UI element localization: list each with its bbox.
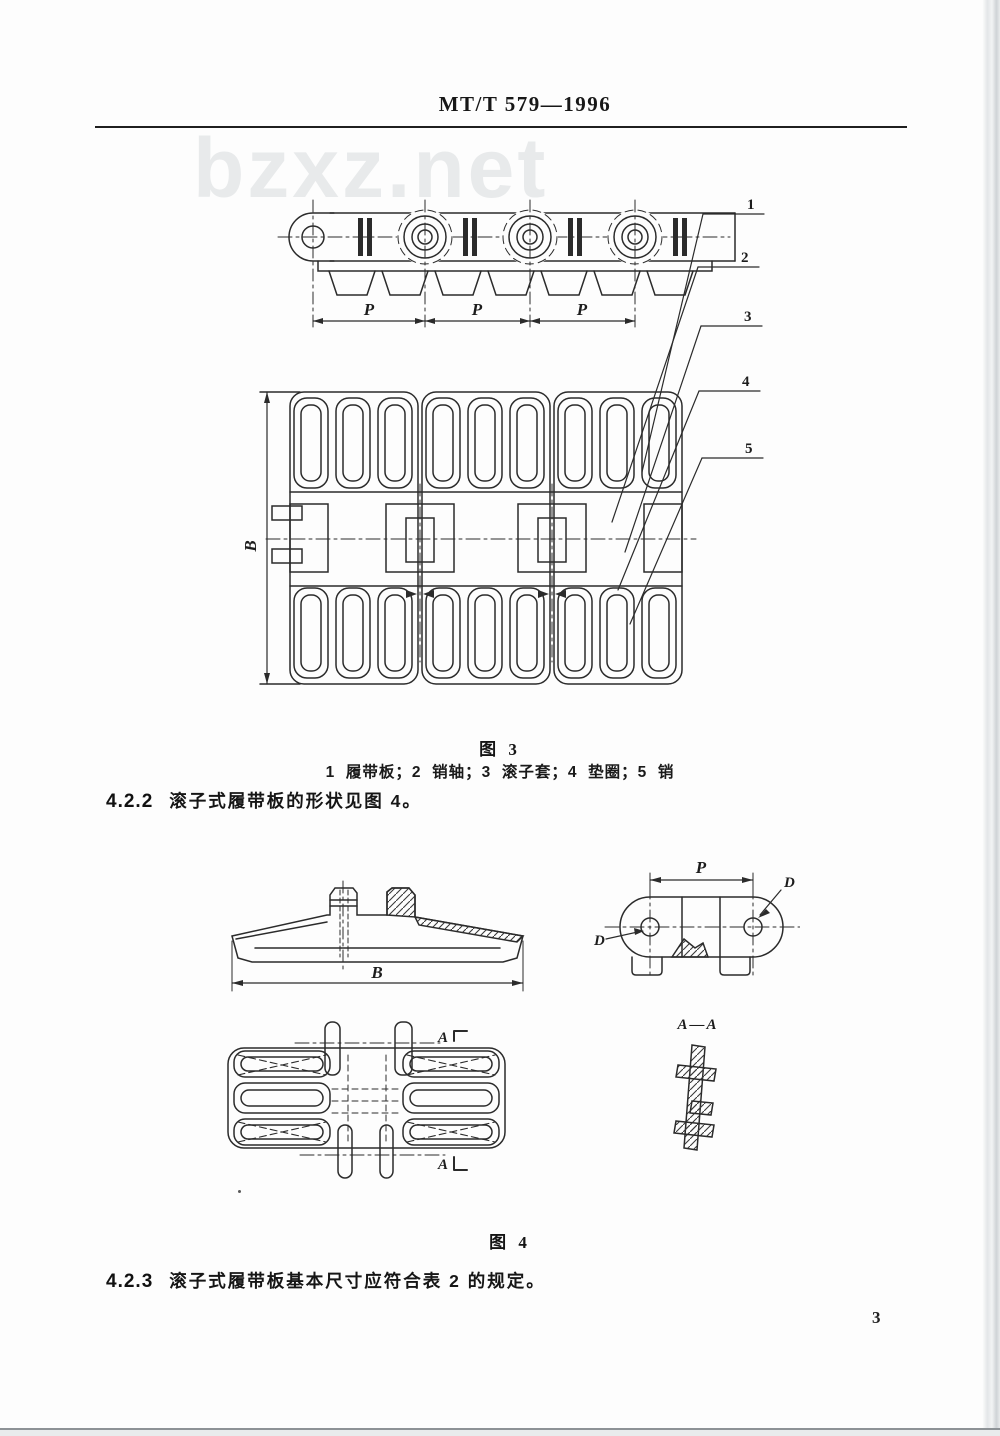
page-number: 3: [872, 1308, 881, 1327]
scan-bottom-edge-line: [0, 1428, 1000, 1430]
figure3-legend: 1 履带板；2 销轴；3 滚子套；4 垫圈；5 销: [325, 764, 675, 781]
fig4-dim-b: B: [370, 963, 382, 982]
fig3-callout-1: 1: [747, 197, 755, 213]
fig4-dim-p: P: [695, 858, 707, 877]
fig3-callout-5: 5: [745, 441, 753, 457]
fig3-dim-p3: P: [576, 300, 588, 319]
figure3-drawing: P P P B 1 2 3 4 5: [241, 197, 765, 685]
header-rule: [95, 126, 907, 128]
standard-code: MT/T 579—1996: [438, 92, 612, 116]
fig4-section-label: A—A: [676, 1017, 718, 1033]
figure3-caption: 图 3: [479, 740, 521, 759]
fig3-dim-p2: P: [471, 300, 483, 319]
section-4-2-2-text: 滚子式履带板的形状见图 4。: [169, 791, 422, 811]
fig3-callout-3: 3: [744, 309, 752, 325]
fig3-dim-b: B: [241, 540, 260, 552]
figure4-caption: 图 4: [489, 1233, 531, 1252]
fig3-dim-p1: P: [363, 300, 375, 319]
scan-right-edge: [982, 0, 1000, 1436]
section-4-2-2: 4.2.2 滚子式履带板的形状见图 4。: [106, 788, 422, 813]
scan-speck: [238, 1190, 241, 1193]
fig4-dim-d-top: D: [783, 875, 795, 891]
scan-bottom-edge-shadow: [0, 1430, 1000, 1436]
figure4-drawing: B P D D A A A—A: [227, 858, 800, 1179]
fig4-section-marker-bottom: A: [437, 1157, 448, 1173]
section-4-2-2-number: 4.2.2: [106, 791, 154, 812]
watermark-text: bzxz.net: [193, 121, 549, 215]
fig4-dim-d-bottom: D: [593, 933, 605, 949]
fig4-section-marker-top: A: [437, 1030, 448, 1046]
section-4-2-3: 4.2.3 滚子式履带板基本尺寸应符合表 2 的规定。: [106, 1268, 546, 1293]
fig3-callout-2: 2: [741, 250, 749, 266]
section-4-2-3-number: 4.2.3: [106, 1271, 154, 1292]
section-4-2-3-text: 滚子式履带板基本尺寸应符合表 2 的规定。: [169, 1271, 546, 1291]
fig3-callout-4: 4: [742, 374, 750, 390]
